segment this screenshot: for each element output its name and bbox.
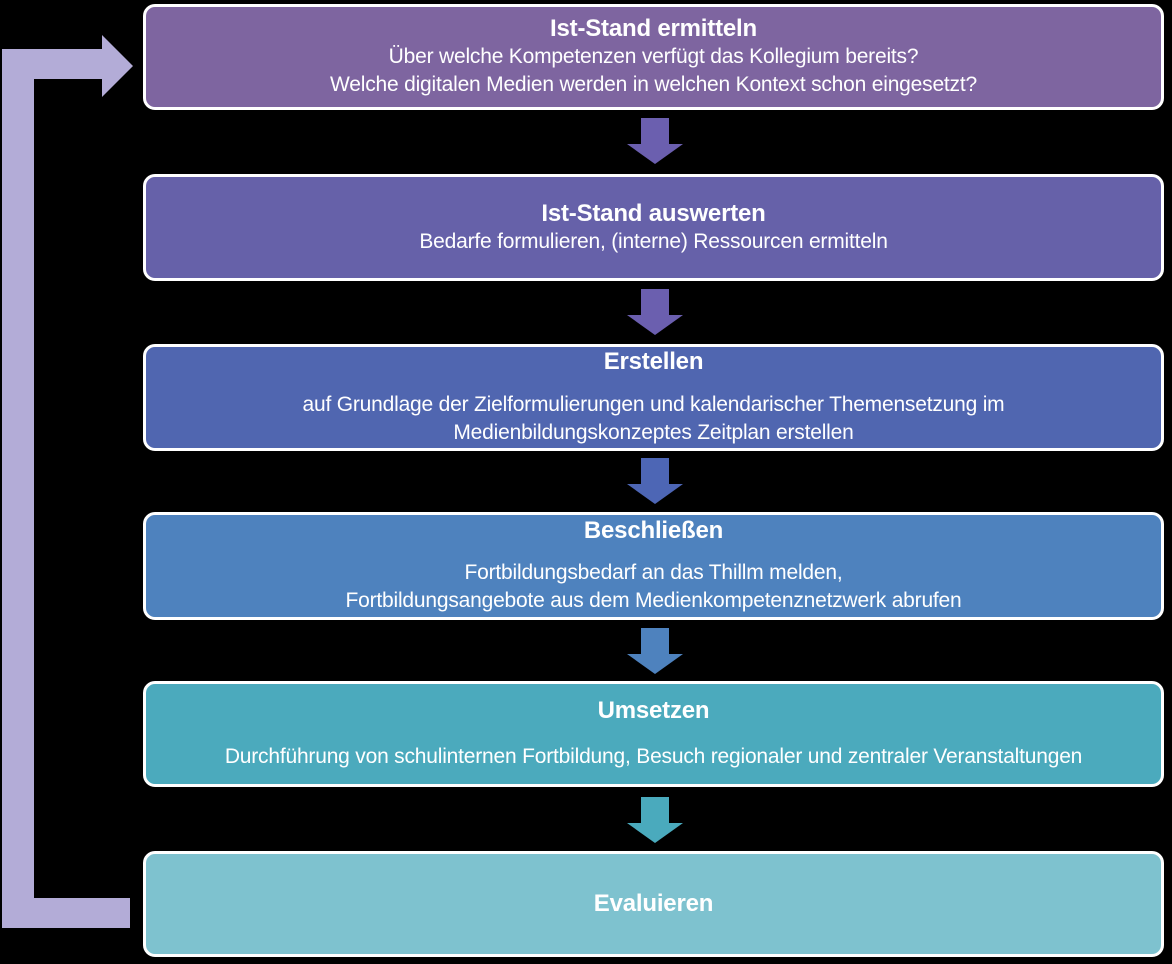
down-arrow-shape — [627, 118, 683, 164]
down-arrow-icon — [627, 289, 683, 335]
step-description: Bedarfe formulieren, (interne) Ressource… — [419, 228, 888, 256]
step-description-line: Fortbildungsbedarf an das Thillm melden, — [464, 561, 843, 584]
step-description-line: Durchführung von schulinternen Fortbildu… — [224, 745, 1083, 768]
step-title: Ist-Stand auswerten — [541, 199, 766, 227]
step-box-6: Evaluieren — [143, 851, 1164, 957]
down-arrow-shape — [627, 289, 683, 335]
step-description-line: Bedarfe formulieren, (interne) Ressource… — [419, 229, 888, 253]
step-description: Fortbildungsbedarf an das Thillm melden,… — [345, 559, 961, 615]
step-description: Durchführung von schulinternen Fortbildu… — [224, 743, 1083, 771]
step-description-line: Fortbildungsangebote aus dem Medienkompe… — [345, 589, 962, 612]
down-arrow-icon — [627, 118, 683, 164]
step-title: Evaluieren — [593, 890, 714, 917]
step-description: Über welche Kompetenzen verfügt das Koll… — [330, 43, 977, 99]
feedback-loop-arrow — [2, 35, 133, 928]
step-title: Umsetzen — [597, 697, 710, 724]
step-title: Erstellen — [603, 348, 704, 375]
down-arrow-icon — [627, 628, 683, 674]
step-title: Ist-Stand ermitteln — [550, 15, 757, 42]
down-arrow-icon — [627, 458, 683, 504]
step-description-line: Welche digitalen Medien werden in welche… — [330, 73, 977, 96]
down-arrow-icon — [627, 797, 683, 843]
down-arrow-shape — [627, 797, 683, 843]
step-box-3: Erstellen auf Grundlage der Zielformulier… — [143, 344, 1164, 451]
step-description: auf Grundlage der Zielformulierungen und… — [303, 391, 1005, 447]
down-arrow-shape — [627, 458, 683, 504]
down-arrow-shape — [627, 628, 683, 674]
step-title: Beschließen — [583, 517, 724, 544]
step-description-line: Über welche Kompetenzen verfügt das Koll… — [388, 45, 919, 68]
step-description-line: auf Grundlage der Zielformulierungen und… — [302, 393, 1005, 416]
step-description-line: Medienbildungskonzeptes Zeitplan erstell… — [453, 421, 854, 444]
feedback-loop-arrow-shape — [2, 35, 133, 928]
